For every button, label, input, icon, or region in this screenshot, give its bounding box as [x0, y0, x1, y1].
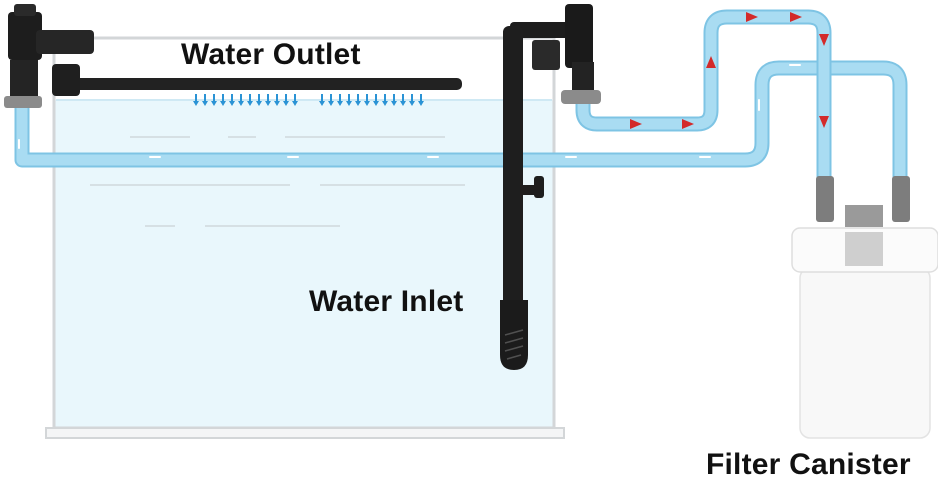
spray-arrow-head — [265, 101, 271, 106]
canister-latch — [845, 232, 883, 266]
spray-arrow-stem — [420, 94, 422, 102]
water-ripples — [90, 136, 465, 227]
spray-arrow-head — [373, 101, 379, 106]
spray-arrow-head — [292, 101, 298, 106]
spray-arrow-head — [319, 101, 325, 106]
spray-arrow-stem — [384, 94, 386, 102]
spray-arrow-stem — [258, 94, 260, 102]
inlet-clip — [520, 185, 536, 195]
intake-tube — [577, 11, 830, 186]
spray-arrow-stem — [339, 94, 341, 102]
spray-arrow-stem — [348, 94, 350, 102]
spray-arrow-head — [220, 101, 226, 106]
filter-canister — [791, 176, 938, 439]
spray-arrow-head — [346, 101, 352, 106]
canister-body — [799, 267, 931, 439]
inlet-valve — [572, 62, 594, 90]
inlet-pipe — [503, 26, 523, 326]
outlet-cap — [14, 4, 36, 16]
outlet-joint — [52, 64, 80, 96]
spray-arrow-stem — [357, 94, 359, 102]
spray-arrow-stem — [294, 94, 296, 102]
spray-arrow-stem — [411, 94, 413, 102]
spray-arrow-head — [211, 101, 217, 106]
canister-valve-left — [816, 176, 834, 222]
spray-arrow-head — [400, 101, 406, 106]
spray-arrow-stem — [222, 94, 224, 102]
tank-base — [45, 427, 565, 439]
outlet-elbow — [10, 60, 38, 96]
spray-arrow-head — [391, 101, 397, 106]
spray-arrow-stem — [231, 94, 233, 102]
aquarium-tank — [45, 36, 565, 439]
spray-arrow-head — [202, 101, 208, 106]
blue-down-arrow-icon — [193, 94, 424, 106]
inlet-suction-cup — [534, 176, 544, 198]
spray-arrow-stem — [393, 94, 395, 102]
return-tube — [16, 62, 906, 186]
spray-arrow-head — [364, 101, 370, 106]
inlet-gray-connector — [561, 90, 601, 104]
tank-water — [54, 100, 554, 428]
spray-arrow-head — [409, 101, 415, 106]
tube-highlights — [18, 64, 801, 158]
spray-arrow-head — [418, 101, 424, 106]
spray-arrow-stem — [195, 94, 197, 102]
spray-arrow-stem — [240, 94, 242, 102]
canister-handle-block — [845, 205, 883, 227]
spray-arrow-head — [382, 101, 388, 106]
spray-arrow-stem — [366, 94, 368, 102]
spray-arrow-head — [337, 101, 343, 106]
spray-arrow-stem — [285, 94, 287, 102]
spray-arrow-stem — [213, 94, 215, 102]
spray-arrow-stem — [267, 94, 269, 102]
spray-arrow-stem — [375, 94, 377, 102]
outlet-bracket — [36, 30, 94, 54]
red-arrow-icon — [630, 12, 829, 129]
water-inlet-label: Water Inlet — [309, 285, 464, 318]
spray-arrow-head — [355, 101, 361, 106]
spray-arrow-stem — [402, 94, 404, 102]
spray-arrow-head — [238, 101, 244, 106]
canister-valve-right — [892, 176, 910, 222]
outlet-gray-connector — [4, 96, 42, 108]
spray-arrow-head — [193, 101, 199, 106]
spray-arrow-stem — [276, 94, 278, 102]
inlet-head — [565, 4, 593, 68]
water-outlet-assembly — [4, 4, 462, 108]
water-outlet-label: Water Outlet — [181, 38, 361, 71]
spray-arrow-head — [283, 101, 289, 106]
spray-arrow-head — [229, 101, 235, 106]
spray-arrow-stem — [249, 94, 251, 102]
spray-arrow-head — [256, 101, 262, 106]
water-inlet-assembly — [500, 4, 601, 370]
strainer-slots — [504, 329, 524, 360]
inlet-side-fin — [532, 40, 560, 70]
spray-arrow-head — [328, 101, 334, 106]
spray-arrow-stem — [330, 94, 332, 102]
outlet-spray-bar — [70, 78, 462, 90]
spray-arrow-stem — [204, 94, 206, 102]
spray-arrow-head — [247, 101, 253, 106]
outlet-head — [8, 12, 42, 60]
tubing — [14, 9, 908, 188]
filter-canister-label: Filter Canister — [706, 448, 911, 481]
inlet-strainer — [500, 300, 528, 370]
spray-arrow-head — [274, 101, 280, 106]
spray-arrow-stem — [321, 94, 323, 102]
